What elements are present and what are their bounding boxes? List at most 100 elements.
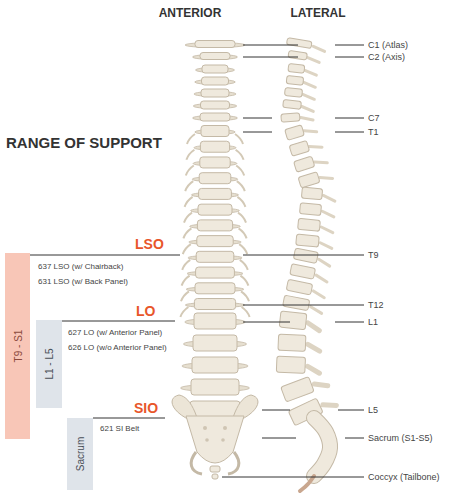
lateral-vertebra [286,75,316,87]
orthosis-group: LO [136,303,155,319]
vertebral-body [196,267,235,278]
lateral-vertebra [284,87,315,99]
vertebral-body [285,125,305,141]
spinous-process [307,366,319,373]
product-label: 627 LO (w/ Anterior Panel) [68,328,162,337]
vertebral-body [202,65,228,73]
sacral-foramen [205,438,209,442]
level-line [243,305,364,306]
level-line [243,45,298,46]
band-label: T9 - S1 [12,330,23,363]
lateral-vertebra [283,295,324,313]
vertebra [195,77,236,85]
level-line [262,438,296,439]
lateral-vertebra [289,137,322,157]
vertebra [193,53,238,60]
lateral-vertebra [296,234,333,248]
range-band: Sacrum [67,418,93,490]
range-band: T9 - S1 [5,253,30,439]
lateral-vertebra [281,112,313,123]
lateral-vertebra [283,99,315,111]
level-line [335,57,364,58]
spinous-process [301,117,313,122]
vertebral-body [281,113,300,123]
spinous-process [312,291,325,298]
sacral-foramen [223,426,227,430]
spinous-process [315,275,328,282]
vertebra [194,89,236,97]
vertebral-body [194,313,236,329]
lateral-vertebra [285,121,317,140]
spinous-process [302,94,314,99]
level-label: Coccyx (Tailbone) [368,472,440,482]
lateral-vertebra [279,311,321,331]
spinous-process [323,195,335,201]
level-label: C1 (Atlas) [368,40,408,50]
spinous-process [303,82,315,87]
vertebral-body [298,172,320,188]
lateral-vertebra [290,264,329,282]
lateral-vertebra [301,187,335,201]
spinous-process [320,243,332,249]
vertebral-body [301,187,322,200]
vertebral-body [300,203,322,216]
vertebral-body [194,299,235,310]
level-label: L5 [368,405,378,415]
vertebral-body [294,156,315,172]
orthosis-group: SIO [134,400,158,416]
vertebral-body [198,204,232,215]
vertebral-body [286,38,312,49]
vertebral-body [202,77,229,85]
band-label: L1 - L5 [44,348,55,379]
level-line [222,477,364,478]
spinous-process [310,307,323,314]
level-line [243,322,290,323]
level-line [335,322,364,323]
coccyx-bone [212,474,218,479]
spinous-process [314,380,327,390]
level-line [335,132,364,133]
vertebral-body [199,188,232,199]
level-label: C7 [368,113,380,123]
vertebral-body [193,335,237,351]
vertebral-body [283,295,310,311]
sacral-foramen [221,438,225,442]
support-line [30,255,180,256]
spinous-process [322,211,334,217]
level-line [338,410,364,411]
vertebral-body [281,377,314,402]
level-line [345,438,364,439]
vertebral-body [197,236,233,247]
spinous-process [308,344,320,351]
level-line [243,57,298,58]
product-label: 637 LSO (w/ Chairback) [38,262,123,271]
lateral-vertebra [294,152,328,172]
spinous-process [304,127,317,135]
product-label: 621 SI Belt [100,424,139,433]
sacrum-bone [314,418,330,476]
coccyx-bone [300,476,314,491]
support-line [62,321,175,322]
vertebral-body [195,283,235,294]
vertebral-body [290,264,316,280]
sacral-foramen [203,426,207,430]
range-band: L1 - L5 [36,320,62,408]
level-line [262,410,290,411]
spinous-process [321,227,333,233]
vertebral-body [286,75,304,85]
lateral-vertebra [288,64,318,76]
level-line [335,118,364,119]
view-heading: ANTERIOR [159,7,222,21]
vertebral-body [199,173,231,184]
vertebral-body [196,251,234,262]
lateral-vertebra [288,50,320,62]
vertebral-body [286,279,312,295]
lateral-vertebra [278,334,320,352]
pelvis-illustration [172,395,258,479]
vertebra [185,41,245,48]
spinous-process [307,58,319,63]
lateral-vertebra [300,203,335,217]
vertebra [185,313,245,329]
level-label: Sacrum (S1-S5) [368,433,433,443]
spinous-process [304,70,316,75]
